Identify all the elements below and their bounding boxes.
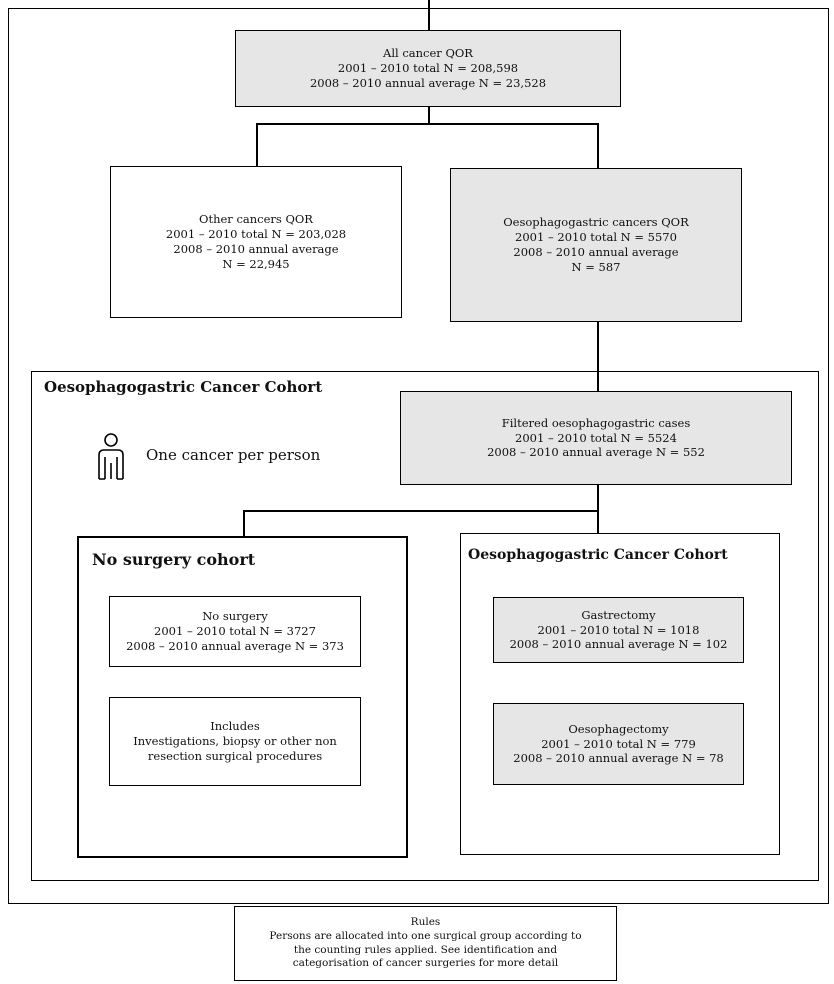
other-cancers-annual-label: 2008 – 2010 annual average bbox=[173, 242, 339, 256]
no-surgery-cohort-heading: No surgery cohort bbox=[92, 550, 256, 569]
oesophagectomy-annual: 2008 – 2010 annual average N = 78 bbox=[513, 751, 724, 766]
no-surgery-title: No surgery bbox=[202, 609, 268, 624]
og-cancers-title: Oesophagogastric cancers QOR bbox=[503, 215, 689, 230]
other-cancers-title: Other cancers QOR bbox=[199, 212, 313, 227]
connector-allcancer-down bbox=[428, 106, 430, 124]
filtered-title: Filtered oesophagogastric cases bbox=[501, 415, 691, 430]
connector-to-no-surgery bbox=[243, 510, 245, 536]
og-cancers-qor-box: Oesophagogastric cancers QOR 2001 – 2010… bbox=[450, 168, 742, 322]
person-icon bbox=[98, 433, 124, 480]
connector-cohort-split bbox=[243, 510, 598, 512]
other-cancers-total: 2001 – 2010 total N = 203,028 bbox=[165, 227, 347, 242]
includes-line2: resection surgical procedures bbox=[147, 748, 323, 763]
other-cancers-qor-box: Other cancers QOR 2001 – 2010 total N = … bbox=[110, 166, 402, 318]
gastrectomy-total: 2001 – 2010 total N = 1018 bbox=[537, 622, 700, 637]
no-surgery-total: 2001 – 2010 total N = 3727 bbox=[154, 624, 316, 639]
filtered-cases-box: Filtered oesophagogastric cases 2001 – 2… bbox=[400, 391, 792, 485]
all-cancer-title: All cancer QOR bbox=[383, 46, 473, 61]
connector-to-og bbox=[597, 123, 599, 169]
og-cancers-annual-label: 2008 – 2010 annual average bbox=[513, 245, 679, 259]
cohort-frame bbox=[31, 371, 819, 881]
surgery-cohort-heading: Oesophagogastric Cancer Cohort bbox=[468, 547, 728, 563]
oesophagectomy-title: Oesophagectomy bbox=[568, 721, 669, 736]
one-cancer-per-person-label: One cancer per person bbox=[146, 446, 321, 464]
connector-filtered-down bbox=[597, 485, 599, 533]
oesophagectomy-total: 2001 – 2010 total N = 779 bbox=[541, 736, 696, 751]
connector-split-horizontal bbox=[256, 123, 598, 125]
gastrectomy-title: Gastrectomy bbox=[581, 607, 656, 622]
og-cancers-annual-value: N = 587 bbox=[571, 259, 621, 274]
connector-top-in bbox=[428, 0, 430, 30]
connector-og-to-filtered bbox=[597, 322, 599, 391]
no-surgery-box: No surgery 2001 – 2010 total N = 3727 20… bbox=[109, 596, 361, 667]
outer-frame bbox=[8, 8, 829, 904]
no-surgery-cohort-frame bbox=[77, 536, 408, 858]
gastrectomy-annual: 2008 – 2010 annual average N = 102 bbox=[509, 637, 728, 652]
all-cancer-annual: 2008 – 2010 annual average N = 23,528 bbox=[309, 75, 547, 90]
all-cancer-total: 2001 – 2010 total N = 208,598 bbox=[337, 61, 519, 76]
rules-title: Rules bbox=[410, 916, 441, 929]
rules-line3: categorisation of cancer surgeries for m… bbox=[292, 957, 559, 970]
cohort-heading: Oesophagogastric Cancer Cohort bbox=[44, 378, 323, 396]
connector-to-other bbox=[256, 123, 258, 167]
includes-line1: Investigations, biopsy or other non bbox=[133, 734, 337, 749]
oesophagectomy-box: Oesophagectomy 2001 – 2010 total N = 779… bbox=[493, 703, 744, 785]
no-surgery-annual: 2008 – 2010 annual average N = 373 bbox=[126, 638, 344, 653]
rules-line2: the counting rules applied. See identifi… bbox=[293, 943, 558, 956]
rules-box: Rules Persons are allocated into one sur… bbox=[234, 906, 617, 981]
includes-box: Includes Investigations, biopsy or other… bbox=[109, 697, 361, 786]
filtered-annual: 2008 – 2010 annual average N = 552 bbox=[487, 445, 705, 460]
og-cancers-total: 2001 – 2010 total N = 5570 bbox=[515, 230, 677, 245]
rules-line1: Persons are allocated into one surgical … bbox=[269, 929, 582, 942]
gastrectomy-box: Gastrectomy 2001 – 2010 total N = 1018 2… bbox=[493, 597, 744, 663]
surgery-cohort-frame bbox=[460, 533, 780, 855]
includes-title: Includes bbox=[210, 719, 260, 734]
other-cancers-annual-value: N = 22,945 bbox=[222, 256, 290, 271]
filtered-total: 2001 – 2010 total N = 5524 bbox=[515, 430, 677, 445]
all-cancer-qor-box: All cancer QOR 2001 – 2010 total N = 208… bbox=[235, 30, 621, 107]
